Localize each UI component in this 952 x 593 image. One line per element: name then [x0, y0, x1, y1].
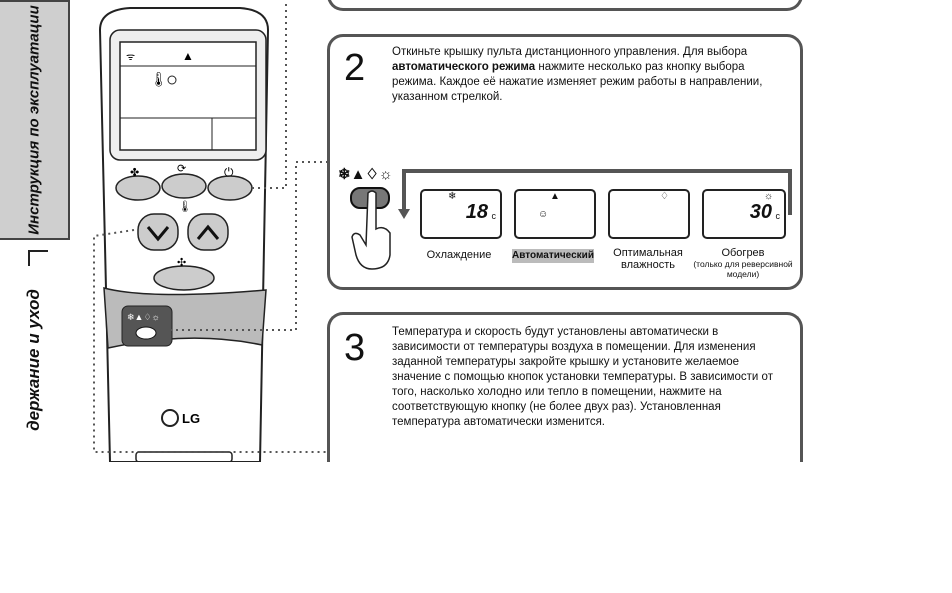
lcd-auto: ▲ ☺ — [514, 189, 596, 239]
mode-label-dry: Оптимальная влажность — [613, 247, 683, 271]
smile-icon — [167, 75, 177, 85]
mode-label-heating: Обогрев — [721, 247, 765, 259]
temp-down-button — [137, 213, 179, 251]
power-icon: ⏻ — [224, 165, 234, 179]
lcd-cooling-unit: c — [491, 211, 497, 221]
sidebar-section-maintenance: держание и уход — [0, 260, 68, 460]
sidebar-divider-mark — [28, 250, 48, 266]
chevron-up-icon — [196, 224, 220, 240]
thermometer-icon: 🌡 — [150, 71, 168, 87]
fan-speed-icon: ✣ — [177, 257, 186, 269]
lcd-dry: ♢ — [608, 189, 690, 239]
thermometer-small-icon: 🌡 — [178, 200, 192, 213]
remote-illustration: ᯤ ▲ 🌡 ⏻ ✤ ⟳ 🌡 ✣ ❄▲♢☼ LG — [93, 0, 330, 462]
step1-box-remnant — [327, 0, 803, 11]
mode-note-heating: (только для реверсивной модели) — [693, 259, 793, 279]
droplet-icon: ♢ — [660, 191, 669, 202]
lcd-cooling: ❄ 18 c — [420, 189, 502, 239]
lcd-heating-temp: 30 — [749, 201, 772, 223]
lcd-cooling-temp: 18 — [465, 201, 488, 223]
remote-lcd — [119, 41, 257, 151]
page-blank-area — [0, 462, 952, 593]
power-button — [207, 175, 253, 201]
pointing-hand-icon — [351, 190, 391, 270]
sidebar-tab-instructions: Инструкция по эксплуатации — [0, 0, 70, 240]
fan-button — [115, 175, 161, 201]
wifi-icon: ᯤ — [126, 52, 135, 63]
lcd-heating: ☼ 30 c — [702, 189, 786, 239]
swing-icon: ⟳ — [177, 163, 186, 175]
connector-dots-flap — [170, 161, 330, 331]
sun-icon: ☼ — [764, 191, 774, 202]
fan-speed-button — [153, 265, 215, 291]
sidebar-title-instructions: Инструкция по эксплуатации — [25, 5, 43, 235]
step2-box: 2 Откиньте крышку пульта дистанционного … — [327, 34, 803, 290]
auto-mode-icon: ▲ — [182, 49, 194, 63]
step2-text: Откиньте крышку пульта дистанционного уп… — [392, 46, 763, 103]
lg-logo-icon — [161, 409, 179, 427]
snowflake-icon: ❄ — [448, 191, 457, 202]
step2-number: 2 — [344, 47, 366, 89]
chevron-down-icon — [146, 226, 170, 242]
mode-icons-row: ❄▲♢☼ — [338, 166, 393, 183]
flap-mode-icons: ❄▲♢☼ — [127, 312, 160, 322]
mode-label-auto: Автоматический — [512, 249, 594, 263]
mode-label-cooling: Охлаждение — [426, 249, 492, 261]
auto-icon: ▲ — [550, 191, 560, 202]
step3-number: 3 — [344, 327, 366, 369]
flap-mode-button — [135, 326, 157, 340]
smile-small-icon: ☺ — [538, 209, 549, 220]
connector-dots-left — [93, 229, 328, 453]
lcd-heating-unit: c — [775, 211, 781, 221]
cycle-arrow-bracket — [398, 169, 792, 219]
sidebar-title-maintenance: держание и уход — [24, 289, 43, 431]
middle-button — [161, 173, 207, 199]
lg-brand: LG — [182, 411, 200, 426]
step3-box: 3 Температура и скорость будут установле… — [327, 312, 803, 475]
flap-mode-panel — [121, 305, 173, 347]
fan-icon: ✤ — [130, 167, 139, 179]
temp-up-button — [187, 213, 229, 251]
step3-text: Температура и скорость будут установлены… — [392, 326, 773, 428]
